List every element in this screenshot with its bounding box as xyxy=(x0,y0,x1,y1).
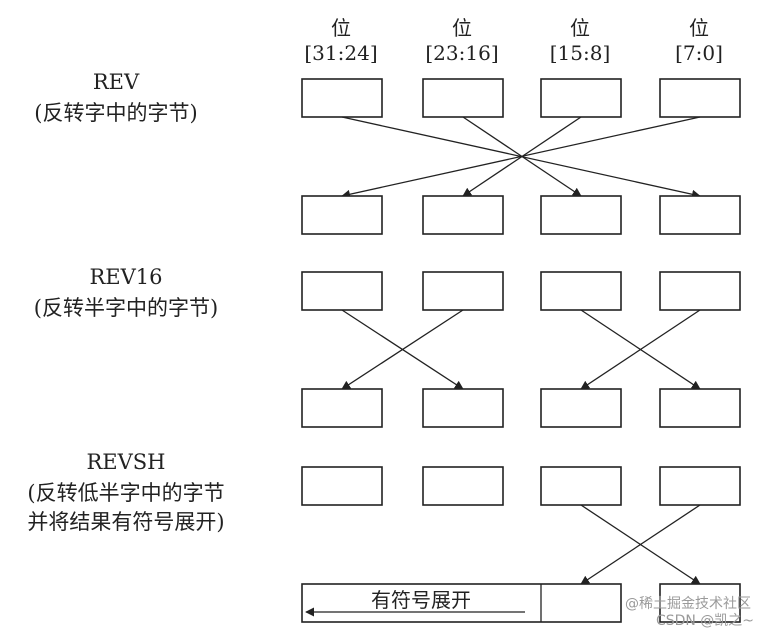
revsh-sign-extend-box xyxy=(301,583,622,623)
column-header-bits: [23:16] xyxy=(425,41,498,65)
operation-labels: REV (反转字中的字节) REV16 (反转半字中的字节) REVSH (反转… xyxy=(27,70,224,534)
rev16-name: REV16 xyxy=(89,265,162,289)
rev-diagram xyxy=(301,78,741,235)
rev-input-byte-15-8 xyxy=(540,78,622,118)
revsh-name: REVSH xyxy=(86,450,165,474)
sign-extend-label: 有符号展开 xyxy=(371,588,471,612)
revsh-input-byte-31-24 xyxy=(301,466,383,506)
rev16-output-byte-7-0 xyxy=(659,388,741,428)
column-header-label: 位 xyxy=(331,16,351,40)
rev-output-byte-15-8 xyxy=(540,195,622,235)
rev-name: REV xyxy=(93,70,140,94)
rev16-description: (反转半字中的字节) xyxy=(34,296,218,320)
watermark: @稀土掘金技术社区 CSDN @凯之~ xyxy=(625,596,754,629)
revsh-description-line2: 并将结果有符号展开) xyxy=(27,510,224,534)
rev-arrow xyxy=(341,116,701,199)
column-header-label: 位 xyxy=(570,16,590,40)
revsh-arrow xyxy=(580,504,701,585)
rev-output-byte-23-16 xyxy=(422,195,504,235)
rev16-output-byte-23-16 xyxy=(422,388,504,428)
rev-input-byte-23-16 xyxy=(422,78,504,118)
column-headers: 位 [31:24] 位 [23:16] 位 [15:8] 位 [7:0] xyxy=(304,16,723,65)
rev16-output-byte-31-24 xyxy=(301,388,383,428)
rev-input-byte-31-24 xyxy=(301,78,383,118)
rev16-diagram xyxy=(301,271,741,428)
revsh-description-line1: (反转低半字中的字节 xyxy=(27,481,224,505)
revsh-input-byte-15-8 xyxy=(540,466,622,506)
rev16-arrow xyxy=(580,309,701,390)
rev16-input-byte-23-16 xyxy=(422,271,504,311)
column-header-label: 位 xyxy=(689,16,709,40)
rev-output-byte-31-24 xyxy=(301,195,383,235)
rev-description: (反转字中的字节) xyxy=(34,101,197,125)
rev16-input-byte-31-24 xyxy=(301,271,383,311)
watermark-line2: CSDN @凯之~ xyxy=(656,613,754,629)
column-header-bits: [15:8] xyxy=(550,41,611,65)
revsh-input-byte-23-16 xyxy=(422,466,504,506)
rev-input-byte-7-0 xyxy=(659,78,741,118)
column-header-label: 位 xyxy=(452,16,472,40)
column-header-bits: [31:24] xyxy=(304,41,377,65)
watermark-line1: @稀土掘金技术社区 xyxy=(625,596,751,612)
rev16-input-byte-7-0 xyxy=(659,271,741,311)
rev-output-byte-7-0 xyxy=(659,195,741,235)
revsh-diagram: 有符号展开 xyxy=(301,466,741,623)
rev16-arrow xyxy=(341,309,464,390)
rev16-output-byte-15-8 xyxy=(540,388,622,428)
revsh-output-byte-7-0 xyxy=(659,583,741,623)
column-header-bits: [7:0] xyxy=(675,41,723,65)
revsh-input-byte-7-0 xyxy=(659,466,741,506)
rev16-input-byte-15-8 xyxy=(540,271,622,311)
